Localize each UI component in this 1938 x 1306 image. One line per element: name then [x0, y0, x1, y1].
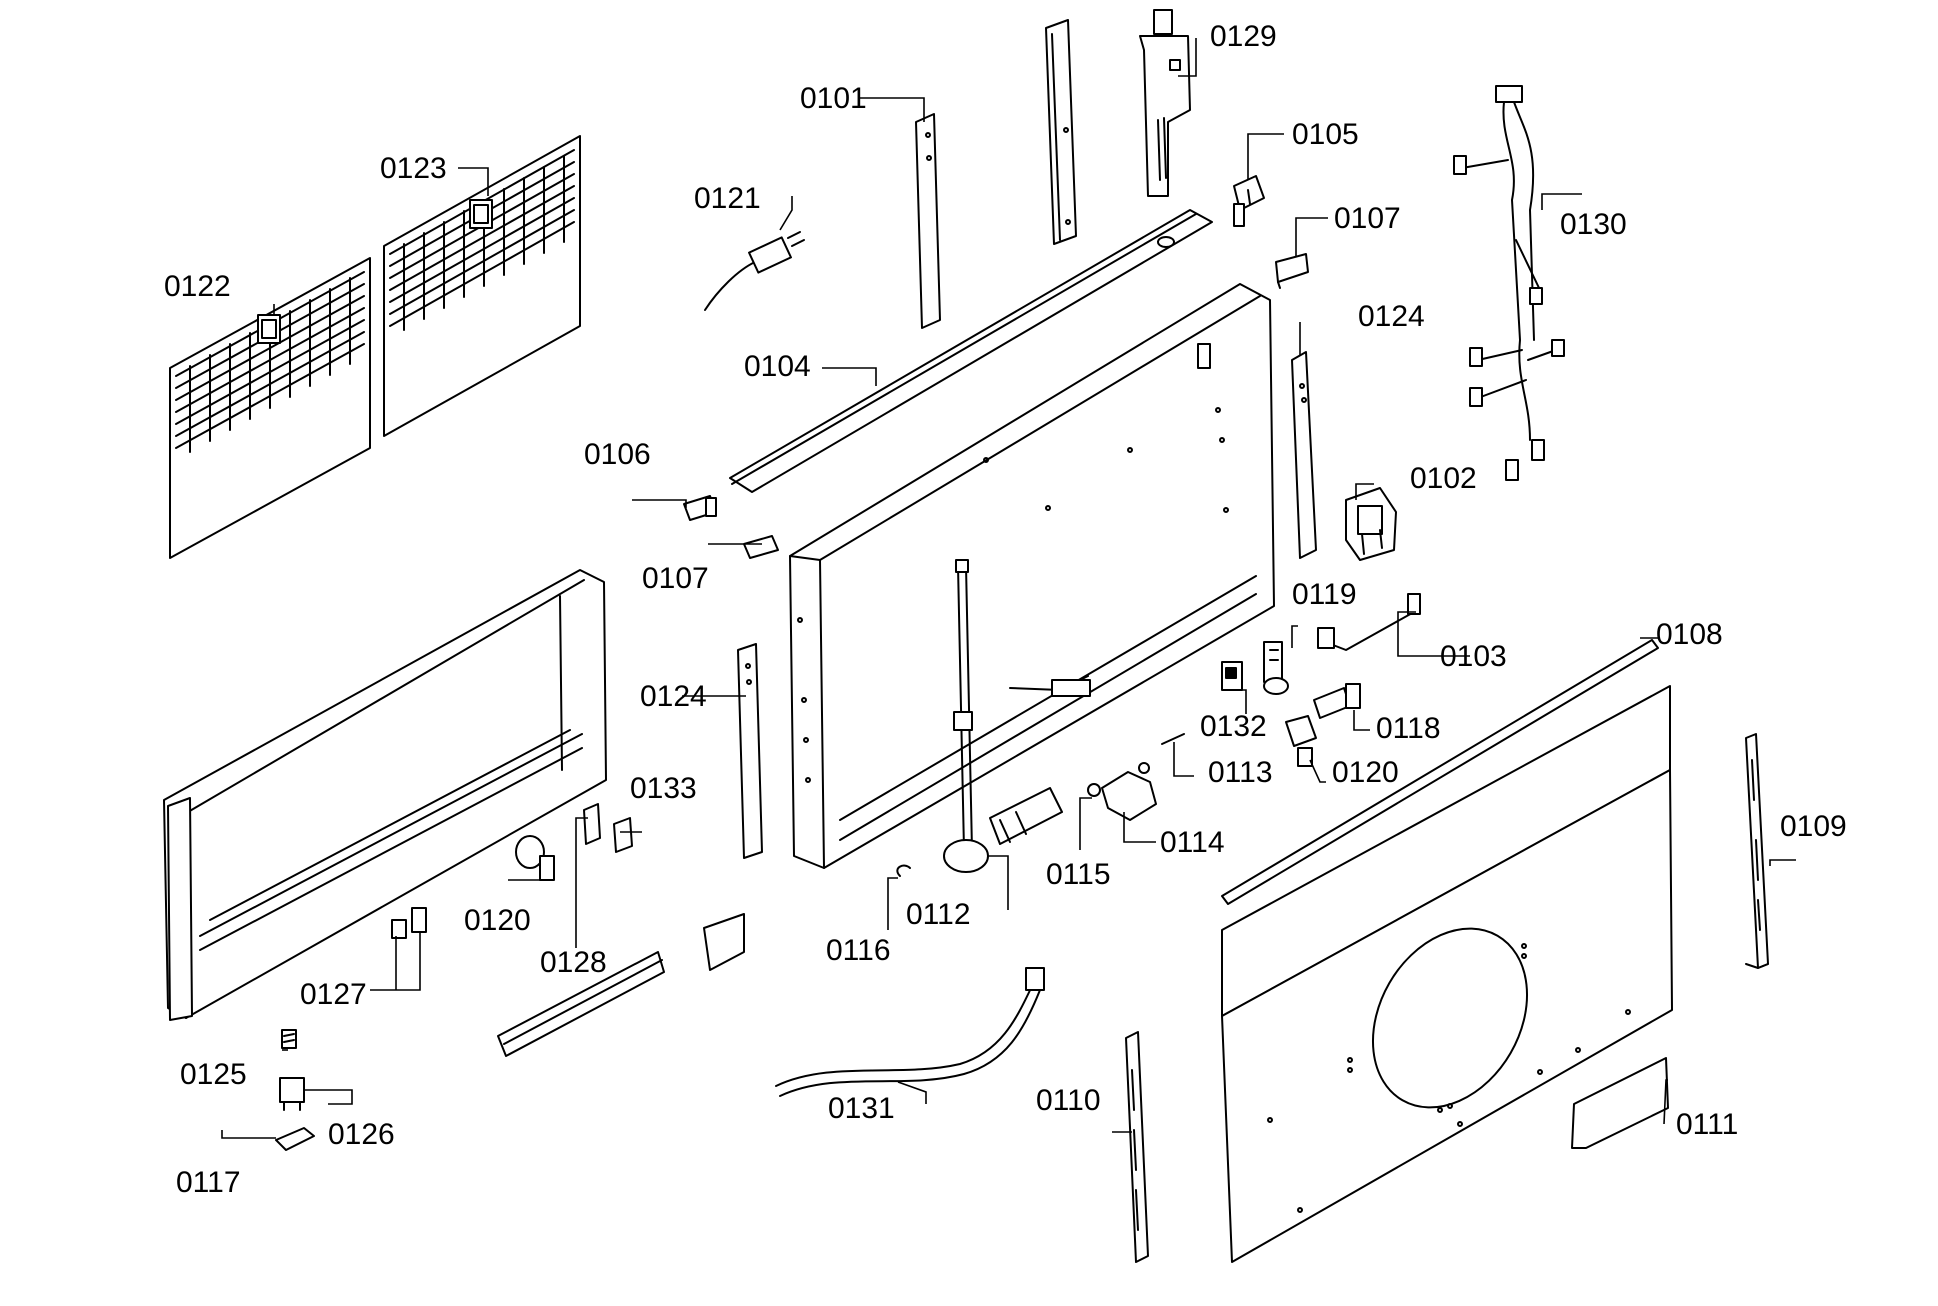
- label-0131: 0131: [828, 1092, 895, 1125]
- label-0120-right: 0120: [1332, 756, 1399, 789]
- part-0129-actuator-bracket: [1139, 9, 1191, 197]
- label-0103: 0103: [1440, 640, 1507, 673]
- part-0124-strip-right: [1291, 351, 1317, 559]
- label-0107-right: 0107: [1334, 202, 1401, 235]
- label-0114: 0114: [1160, 826, 1225, 859]
- label-0128: 0128: [540, 946, 607, 979]
- part-0118-clip: [1313, 683, 1361, 719]
- label-0107-left: 0107: [642, 562, 709, 595]
- part-0123-filter-panel: [383, 135, 581, 437]
- label-0132: 0132: [1200, 710, 1267, 743]
- label-0112: 0112: [906, 898, 971, 931]
- part-0132-connector: [1221, 661, 1243, 691]
- part-0120-switch-right: [1285, 715, 1317, 767]
- part-0119-switch: [1263, 641, 1289, 695]
- label-0124-right: 0124: [1358, 300, 1425, 333]
- part-0113-pin: [1161, 733, 1185, 745]
- part-main-housing: [789, 283, 1275, 869]
- label-0113: 0113: [1208, 756, 1273, 789]
- leader-lines: [221, 38, 1796, 1139]
- part-0133-bracket: [613, 817, 633, 853]
- label-0105: 0105: [1292, 118, 1359, 151]
- part-upper-channel: [1045, 19, 1077, 245]
- label-0101: 0101: [800, 82, 867, 115]
- label-0127: 0127: [300, 978, 367, 1011]
- part-0122-filter-panel: [169, 257, 371, 559]
- part-0109-rail: [1745, 733, 1769, 969]
- label-0108: 0108: [1656, 618, 1723, 651]
- part-0112-lift-motor: [943, 559, 1063, 873]
- part-labels: 0101 0102 0103 0104 0105 0106 0107 0107 …: [164, 20, 1847, 1199]
- part-0115-washer: [1087, 783, 1101, 797]
- label-0116: 0116: [826, 934, 891, 967]
- label-0124-left: 0124: [640, 680, 707, 713]
- part-0130-wiring-harness: [1453, 85, 1565, 481]
- part-0128-bracket: [583, 803, 601, 845]
- part-0106-clip: [683, 495, 717, 521]
- label-0110: 0110: [1036, 1084, 1101, 1117]
- label-0104: 0104: [744, 350, 811, 383]
- label-0129: 0129: [1210, 20, 1277, 53]
- label-0126: 0126: [328, 1118, 395, 1151]
- part-angle-bracket: [703, 913, 745, 971]
- label-0125: 0125: [180, 1058, 247, 1091]
- label-0115: 0115: [1046, 858, 1111, 891]
- part-0110-rail: [1125, 1031, 1149, 1263]
- label-0117: 0117: [176, 1166, 241, 1199]
- part-0105-clip: [1233, 175, 1265, 227]
- part-0125-spring: [281, 1029, 297, 1049]
- label-0111: 0111: [1676, 1108, 1738, 1141]
- part-0102-transformer: [1345, 487, 1397, 561]
- label-0119: 0119: [1292, 578, 1357, 611]
- part-0104-top-cover: [729, 209, 1213, 493]
- part-0121-power-cord: [704, 231, 805, 311]
- label-0120-left: 0120: [464, 904, 531, 937]
- label-0130: 0130: [1560, 208, 1627, 241]
- label-0123: 0123: [380, 152, 447, 185]
- part-0107-plate-right: [1275, 253, 1309, 289]
- part-0131-cable: [775, 967, 1045, 1097]
- label-0122: 0122: [164, 270, 231, 303]
- label-0133: 0133: [630, 772, 697, 805]
- part-0126-switch: [279, 1077, 305, 1111]
- part-0114-bracket: [1101, 762, 1157, 821]
- label-0118: 0118: [1376, 712, 1441, 745]
- part-0124-strip-left: [737, 643, 763, 859]
- part-bottom-channel: [497, 951, 665, 1057]
- part-0120-motor-left: [515, 835, 555, 881]
- label-0121: 0121: [694, 182, 761, 215]
- part-0108-trim-strip: [1221, 639, 1659, 905]
- part-0117-plate: [275, 1127, 315, 1151]
- label-0106: 0106: [584, 438, 651, 471]
- part-lower-frame: [163, 569, 607, 1021]
- part-front-cover: [1221, 685, 1673, 1263]
- part-0103-cable: [1317, 593, 1421, 651]
- part-0101-bracket: [915, 113, 941, 329]
- part-0111-plate: [1571, 1057, 1669, 1149]
- part-0107-plate-left: [743, 535, 779, 559]
- part-0127-switch-pair: [391, 907, 427, 939]
- label-0102: 0102: [1410, 462, 1477, 495]
- label-0109: 0109: [1780, 810, 1847, 843]
- part-0116-clip: [896, 864, 911, 877]
